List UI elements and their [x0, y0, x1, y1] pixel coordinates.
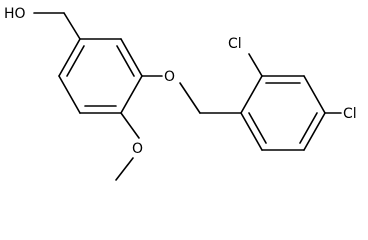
bond — [303, 112, 326, 151]
bond — [299, 112, 318, 144]
bond — [240, 75, 263, 114]
bond — [115, 157, 134, 181]
bond — [248, 53, 263, 77]
bond — [58, 38, 81, 77]
methoxy-oxygen-label: O — [132, 141, 143, 157]
bond — [248, 112, 267, 144]
hydroxyl-label: HO — [4, 6, 26, 22]
atom-labels: HO O O Cl Cl — [4, 6, 357, 157]
bond — [240, 112, 263, 151]
bond — [179, 82, 201, 114]
bond — [120, 75, 143, 114]
bond — [120, 38, 143, 77]
bond — [120, 112, 140, 139]
structure-diagram: HO O O Cl Cl — [4, 6, 357, 181]
bond — [116, 45, 135, 77]
bond-lines — [33, 12, 342, 181]
bond — [63, 12, 81, 40]
ether-oxygen-label: O — [164, 69, 175, 85]
chlorine-para-label: Cl — [343, 106, 357, 122]
bond — [303, 75, 326, 114]
chlorine-ortho-label: Cl — [228, 36, 242, 52]
bond — [58, 75, 81, 114]
bond — [66, 45, 85, 77]
